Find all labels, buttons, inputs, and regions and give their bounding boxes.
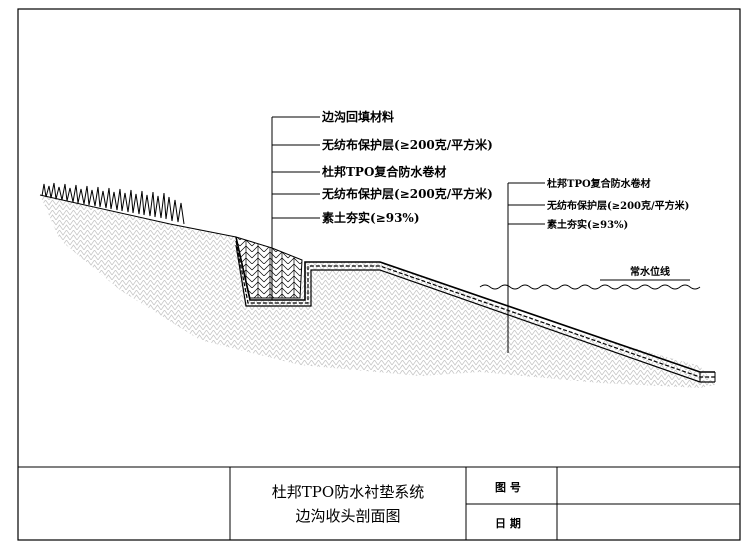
liner-layers [235, 236, 716, 383]
callout-right-1: 杜邦TPO复合防水卷材 [547, 177, 651, 190]
title-block [18, 466, 740, 540]
callout-left-5: 素土夯实(≥93%) [322, 210, 420, 225]
left-callout-leaders [271, 116, 320, 300]
callout-left-4: 无纺布保护层(≥200克/平方米) [321, 186, 493, 201]
water-line [479, 279, 701, 290]
title-line-2: 边沟收头剖面图 [295, 507, 400, 525]
title-line-1: 杜邦TPO防水衬垫系统 [272, 483, 424, 501]
drawing-number-label: 图 号 [495, 481, 521, 494]
callout-left-2: 无纺布保护层(≥200克/平方米) [321, 137, 493, 152]
callout-left-3: 杜邦TPO复合防水卷材 [322, 164, 446, 179]
callout-right-3: 素土夯实(≥93%) [547, 218, 628, 231]
date-label: 日 期 [495, 516, 521, 530]
water-level-label: 常水位线 [630, 265, 670, 278]
soil-body [40, 195, 715, 388]
grass-icon [41, 182, 185, 225]
drawing-frame [17, 8, 741, 541]
callout-right-2: 无纺布保护层(≥200克/平方米) [546, 199, 689, 212]
callout-left-1: 边沟回填材料 [321, 109, 394, 124]
ground-line [39, 194, 237, 238]
right-callout-leaders [507, 182, 545, 353]
